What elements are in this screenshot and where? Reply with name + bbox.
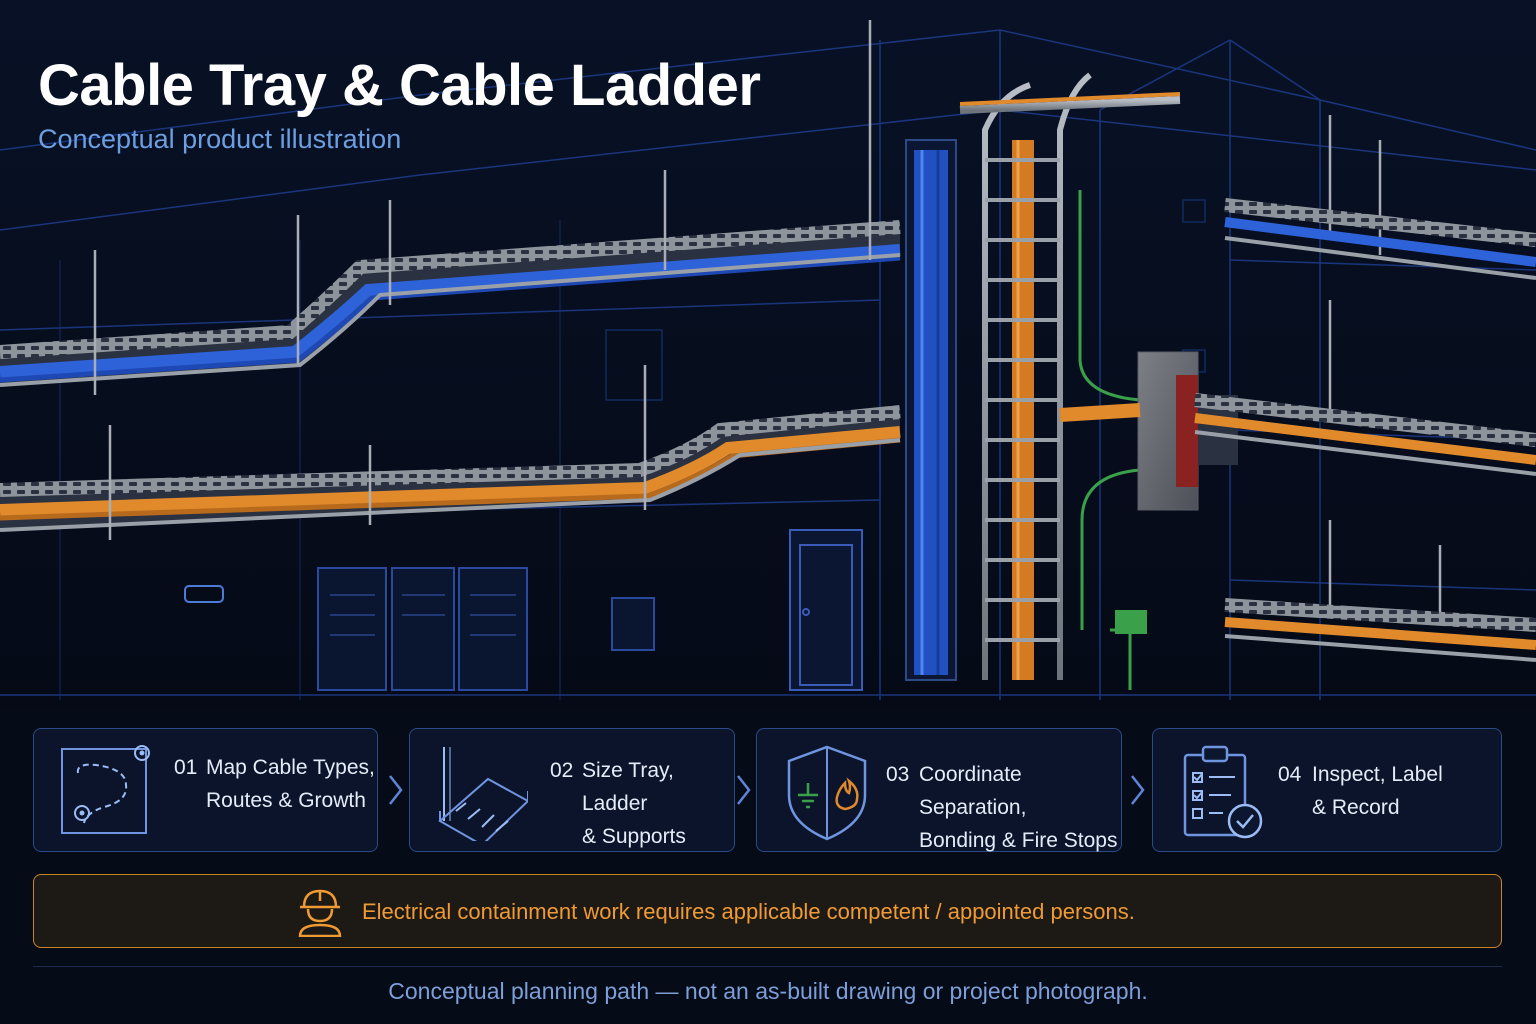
- electrical-panels: [317, 567, 655, 691]
- threaded-rod-hangers: [93, 20, 1442, 620]
- step-number: 01: [174, 756, 198, 779]
- step-title: Inspect, Label & Record: [1312, 763, 1443, 819]
- step-card-04: 04 Inspect, Label & Record: [1152, 728, 1502, 852]
- page-subtitle: Conceptual product illustration: [38, 124, 402, 154]
- upper-cable-tray-data: [0, 220, 901, 387]
- cable-containment-scene: [0, 0, 1536, 710]
- cable-ladder-icon: [438, 747, 528, 841]
- flame-icon: [835, 777, 859, 811]
- lower-cable-tray-power: [0, 405, 901, 532]
- step-card-02: 02 Size Tray, Ladder & Supports: [409, 728, 735, 852]
- step-number: 02: [550, 759, 574, 782]
- vertical-cable-ladder: [959, 72, 1181, 680]
- footer-divider: [33, 966, 1502, 967]
- right-cable-trays: [1059, 198, 1536, 662]
- warning-text: Electrical containment work requires app…: [362, 899, 1135, 924]
- camera-icon: [184, 585, 224, 603]
- competent-persons-warning: Electrical containment work requires app…: [33, 874, 1502, 948]
- step-number: 04: [1278, 763, 1302, 786]
- hard-hat-worker-icon: [298, 889, 342, 937]
- clipboard-check-icon: [1183, 745, 1263, 839]
- route-map-icon: [61, 745, 150, 834]
- step-title: Size Tray, Ladder & Supports: [582, 759, 686, 848]
- page-title: Cable Tray & Cable Ladder: [38, 53, 761, 118]
- door: [789, 529, 863, 691]
- step-card-03: 03 Coordinate Separation, Bonding & Fire…: [756, 728, 1122, 852]
- step-title: Map Cable Types, Routes & Growth: [206, 756, 375, 812]
- step-card-01: 01 Map Cable Types, Routes & Growth: [33, 728, 378, 852]
- earth-bar: [1115, 610, 1147, 634]
- chevron-right-icon: [737, 775, 751, 805]
- step-title: Coordinate Separation, Bonding & Fire St…: [919, 763, 1118, 852]
- vertical-data-riser: [905, 139, 957, 681]
- installation-illustration: [0, 0, 1536, 710]
- step-number: 03: [886, 763, 910, 786]
- shield-earth-fire-icon: [787, 745, 867, 841]
- footnote: Conceptual planning path — not an as-bui…: [388, 978, 1148, 1004]
- chevron-right-icon: [1131, 775, 1145, 805]
- earth-symbol-icon: [798, 783, 818, 809]
- chevron-right-icon: [389, 775, 403, 805]
